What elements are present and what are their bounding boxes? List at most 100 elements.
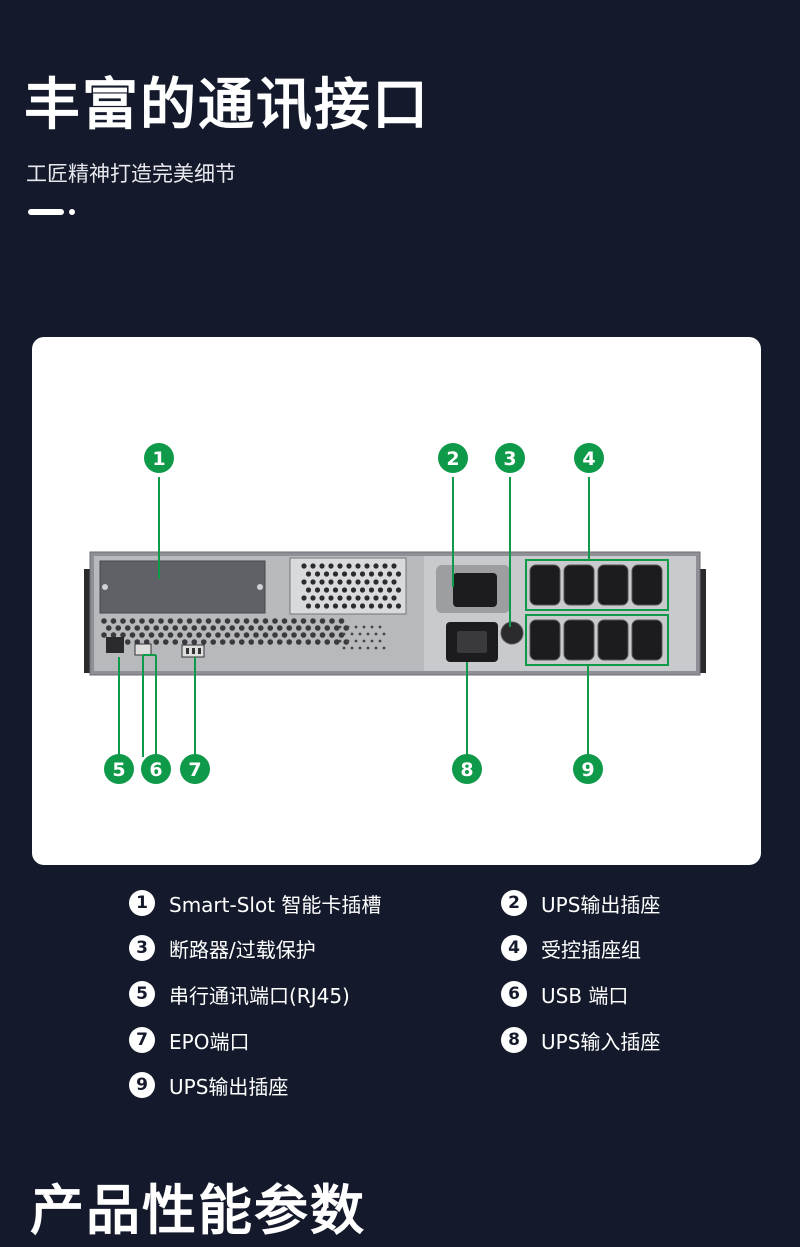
callout-number: 3 <box>503 448 516 470</box>
vent-hole <box>373 595 379 601</box>
vent-hole <box>167 632 174 638</box>
vent-hole <box>341 587 348 593</box>
outlet-socket <box>529 564 561 606</box>
callout-badge-6: 6 <box>141 754 171 784</box>
legend-label: UPS输出插座 <box>169 1074 289 1099</box>
legend-item-9: 9 UPS输出插座 <box>129 1070 288 1100</box>
legend-label: EPO端口 <box>169 1029 250 1054</box>
vent-hole <box>333 625 340 631</box>
legend-item-8: 8 UPS输入插座 <box>501 1025 660 1055</box>
vent-hole <box>319 632 326 638</box>
vent-hole <box>310 595 316 601</box>
vent-hole <box>319 595 325 601</box>
vent-hole <box>323 603 330 609</box>
legend-number: 4 <box>501 935 527 961</box>
legend-number: 5 <box>129 981 155 1007</box>
vent-hole <box>319 579 325 585</box>
vent-hole <box>120 632 126 638</box>
circuit-breaker <box>500 621 524 645</box>
vent-hole <box>359 603 366 609</box>
legend-number: 7 <box>129 1027 155 1053</box>
vent-hole <box>370 625 374 629</box>
epo-pin <box>186 648 189 654</box>
vent-hole <box>295 639 302 645</box>
vent-hole <box>310 618 316 624</box>
vent-hole <box>382 595 388 601</box>
outlet-socket <box>597 564 629 606</box>
vent-hole <box>248 639 255 645</box>
vent-hole <box>238 639 245 645</box>
vent-hole <box>324 639 331 645</box>
right-rack-ear <box>696 569 706 673</box>
vent-hole <box>124 639 131 645</box>
vent-hole <box>362 625 366 629</box>
vent-hole <box>248 625 255 631</box>
vent-hole <box>276 625 283 631</box>
vent-hole <box>382 563 388 569</box>
legend-label: 断路器/过载保护 <box>169 937 316 962</box>
vent-hole <box>329 632 335 638</box>
vent-hole <box>359 587 366 593</box>
vent-hole <box>314 587 321 593</box>
vent-hole <box>328 579 334 585</box>
vent-hole <box>362 639 366 643</box>
vent-hole <box>191 639 198 645</box>
slot-screw <box>257 584 263 590</box>
vent-hole <box>342 646 346 650</box>
callout-number: 7 <box>188 759 201 781</box>
vent-hole <box>224 632 231 638</box>
vent-hole <box>382 632 386 636</box>
legend-label: Smart-Slot 智能卡插槽 <box>169 892 382 917</box>
vent-hole <box>350 646 354 650</box>
vent-hole <box>243 618 250 624</box>
vent-hole <box>172 639 179 645</box>
legend-item-4: 4 受控插座组 <box>501 933 641 963</box>
vent-hole <box>110 618 117 624</box>
callout-number: 4 <box>582 448 595 470</box>
vent-hole <box>395 603 402 609</box>
vent-hole <box>291 618 297 624</box>
vent-hole <box>181 639 188 645</box>
vent-hole <box>350 587 357 593</box>
legend-item-5: 5 串行通讯端口(RJ45) <box>129 979 350 1009</box>
callout-badge-1: 1 <box>144 443 174 473</box>
vent-hole <box>338 625 342 629</box>
vent-hole <box>366 632 370 636</box>
legend-number: 8 <box>501 1027 527 1053</box>
vent-hole <box>115 625 122 631</box>
vent-hole <box>234 618 240 624</box>
vent-hole <box>200 639 207 645</box>
vent-hole <box>191 625 198 631</box>
ups-rear-panel-card: 1 2 3 4 5 6 7 8 9 <box>32 337 761 865</box>
vent-hole <box>286 625 293 631</box>
input-socket-pins <box>457 631 487 653</box>
vent-hole <box>153 639 160 645</box>
vent-hole <box>215 632 221 638</box>
vent-hole <box>346 563 352 569</box>
vent-hole <box>377 587 384 593</box>
vent-hole <box>101 618 107 624</box>
vent-holes <box>338 625 386 650</box>
slot-screw <box>102 584 108 590</box>
vent-hole <box>382 646 386 650</box>
vent-hole <box>238 625 245 631</box>
legend-number: 3 <box>129 935 155 961</box>
vent-hole <box>374 632 378 636</box>
vent-hole <box>310 563 316 569</box>
callout-number: 8 <box>460 759 473 781</box>
vent-hole <box>300 618 307 624</box>
vent-hole <box>378 639 382 643</box>
vent-hole <box>158 632 164 638</box>
legend-item-1: 1 Smart-Slot 智能卡插槽 <box>129 888 381 918</box>
divider-dot <box>69 209 75 215</box>
vent-hole <box>281 618 288 624</box>
legend-number: 6 <box>501 981 527 1007</box>
vent-hole <box>346 595 352 601</box>
vent-hole <box>301 579 307 585</box>
vent-hole <box>272 618 278 624</box>
epo-pin <box>192 648 195 654</box>
vent-hole <box>305 571 312 577</box>
legend-label: USB 端口 <box>541 983 629 1008</box>
vent-hole <box>291 632 297 638</box>
callout-badge-9: 9 <box>573 754 603 784</box>
